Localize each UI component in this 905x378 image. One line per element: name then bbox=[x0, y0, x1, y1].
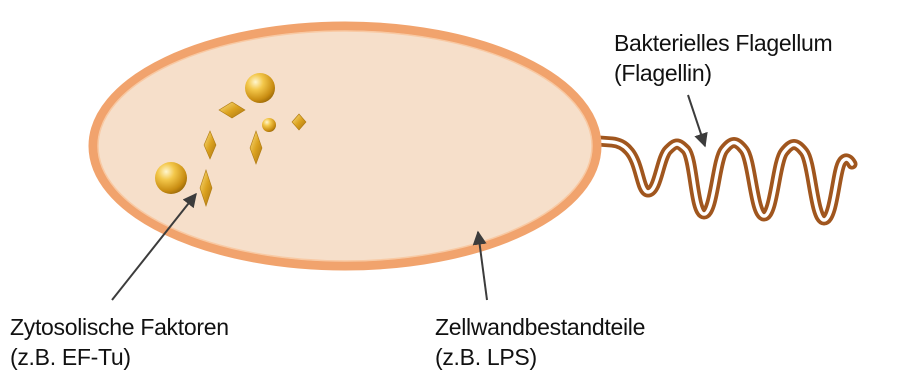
large-sphere-top bbox=[245, 73, 275, 103]
arrow-to-flagellum bbox=[688, 95, 705, 146]
cytosolic-factors-label: Zytosolische Faktoren (z.B. EF-Tu) bbox=[10, 312, 229, 372]
large-sphere-left bbox=[155, 162, 187, 194]
flagellum-label-line2: (Flagellin) bbox=[614, 58, 832, 88]
cell-wall-components-label: Zellwandbestandteile (z.B. LPS) bbox=[435, 312, 645, 372]
cytosolic-label-line2: (z.B. EF-Tu) bbox=[10, 342, 229, 372]
cell-wall-label-line1: Zellwandbestandteile bbox=[435, 312, 645, 342]
small-sphere bbox=[262, 118, 276, 132]
flagellum bbox=[585, 140, 852, 220]
flagellum-label-line1: Bakterielles Flagellum bbox=[614, 28, 832, 58]
cell-wall-label-line2: (z.B. LPS) bbox=[435, 342, 645, 372]
cytosolic-label-line1: Zytosolische Faktoren bbox=[10, 312, 229, 342]
flagellum-label: Bakterielles Flagellum (Flagellin) bbox=[614, 28, 832, 88]
